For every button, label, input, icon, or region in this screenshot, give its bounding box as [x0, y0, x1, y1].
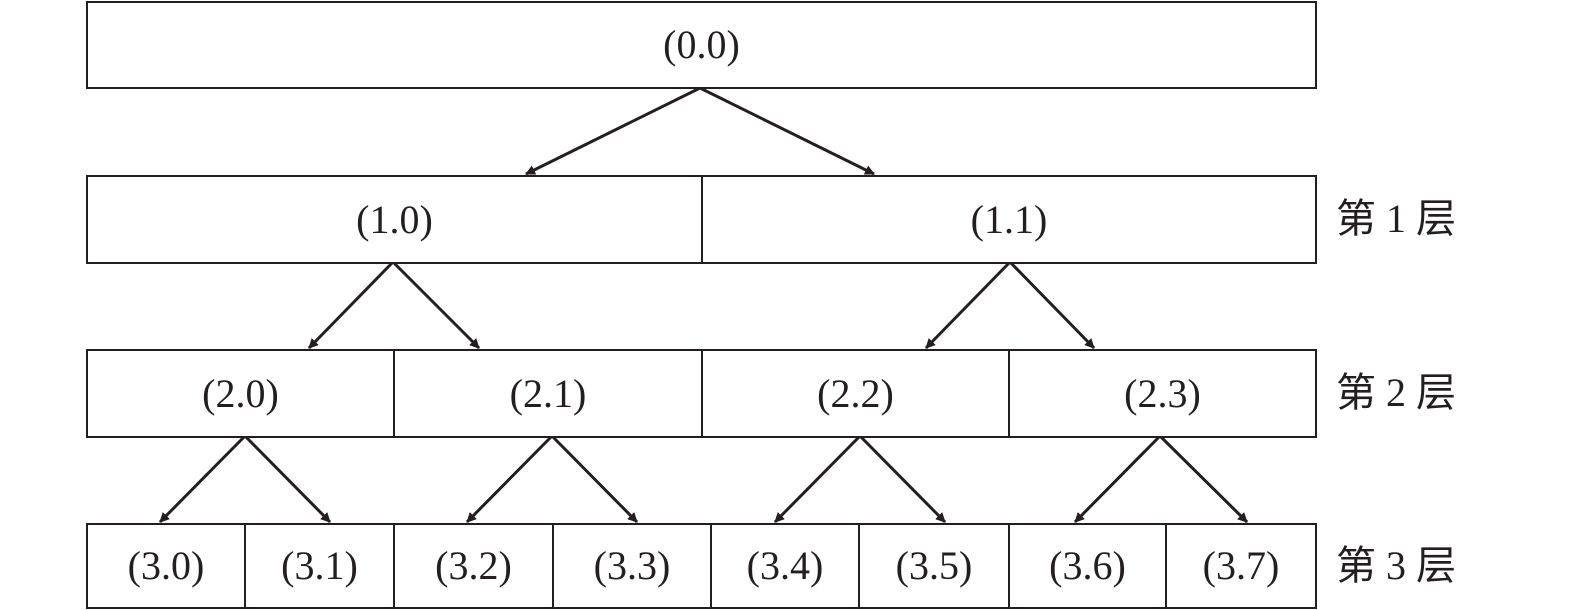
layer3-node: (3.3): [552, 523, 712, 609]
layer2-node-label: (2.0): [202, 370, 279, 416]
layer3-node: (3.0): [86, 523, 246, 609]
arrow: [243, 434, 332, 524]
layer1-label: 第 1 层: [1336, 196, 1456, 241]
arrow: [465, 434, 554, 524]
layer3-node-label: (3.4): [746, 543, 824, 588]
root-node-label: (0.0): [663, 22, 740, 67]
layer3-node-label: (3.2): [435, 543, 512, 588]
arrow: [1073, 434, 1162, 524]
layer2-node: (2.1): [393, 349, 703, 438]
arrow: [525, 86, 701, 176]
layer2-node-label: (2.3): [1124, 370, 1201, 416]
arrow: [773, 434, 862, 524]
layer3-node: (3.1): [244, 523, 395, 609]
layer2-node: (2.0): [86, 349, 395, 438]
layer3-label: 第 3 层: [1336, 543, 1456, 588]
layer3-node-label: (3.5): [895, 543, 973, 588]
layer3-node: (3.7): [1165, 523, 1317, 609]
layer2-node: (2.3): [1008, 349, 1317, 438]
layer1-node: (1.1): [701, 175, 1317, 264]
arrow: [550, 434, 639, 524]
layer2-node-label: (2.2): [817, 370, 894, 416]
arrow: [858, 434, 947, 524]
arrow: [699, 86, 875, 176]
layer3-node-label: (3.0): [127, 543, 205, 588]
layer3-node: (3.6): [1008, 523, 1167, 609]
layer1-node-label: (1.1): [970, 196, 1048, 242]
arrow: [1158, 434, 1249, 524]
arrow: [307, 260, 395, 350]
layer1-node-label: (1.0): [356, 196, 433, 242]
layer2-label: 第 2 层: [1336, 370, 1456, 415]
layer3-node-label: (3.7): [1202, 543, 1280, 588]
arrow: [158, 434, 247, 524]
layer2-node-label: (2.1): [509, 370, 587, 416]
layer1-node: (1.0): [86, 175, 703, 264]
arrow: [924, 260, 1012, 350]
layer3-node-label: (3.3): [593, 543, 671, 588]
layer3-node-label: (3.6): [1049, 543, 1126, 588]
layer3-node-label: (3.1): [281, 543, 358, 588]
layer3-node: (3.2): [393, 523, 554, 609]
layer3-node: (3.5): [858, 523, 1010, 609]
layer3-node: (3.4): [710, 523, 860, 609]
arrow: [1008, 260, 1096, 350]
root-node: (0.0): [86, 1, 1317, 89]
layer2-node: (2.2): [701, 349, 1010, 438]
arrow: [391, 260, 481, 350]
